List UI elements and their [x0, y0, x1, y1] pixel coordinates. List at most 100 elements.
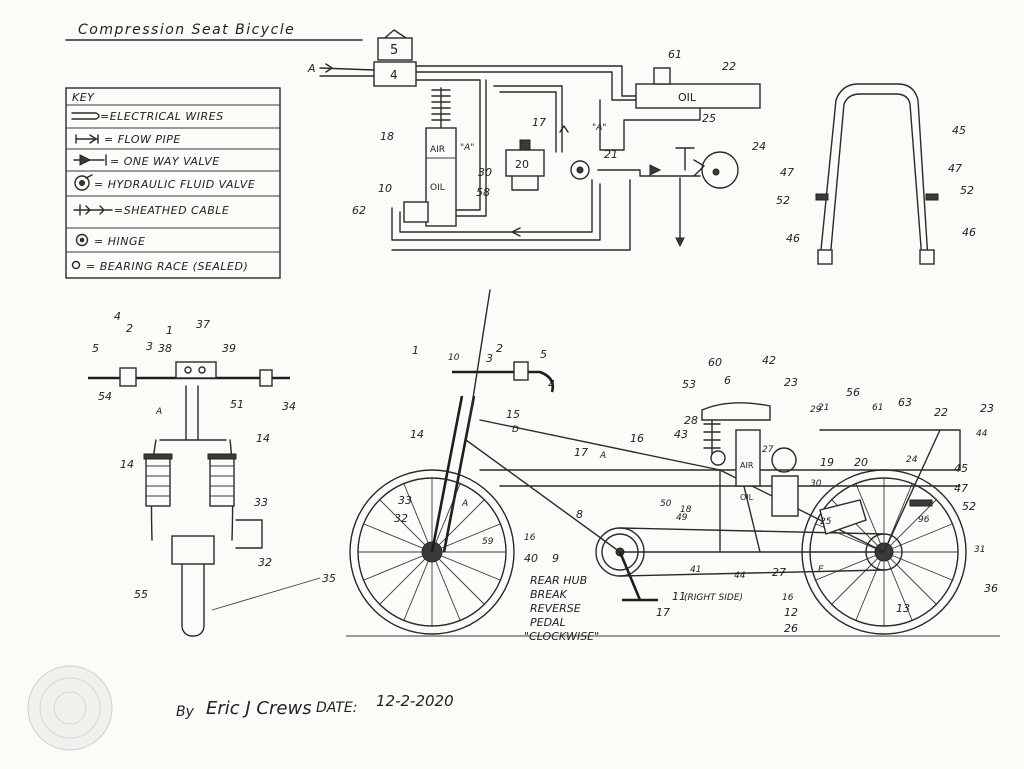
key-item-sheathed-cable: =SHEATHED CABLE: [114, 204, 229, 217]
side-view: AIR OIL (RIGHT SIDE) REAR HUB BREAK REVE…: [346, 289, 1000, 643]
note-line-1: REAR HUB: [530, 574, 587, 587]
signature-block: By Eric J Crews DATE: 12-2-2020: [176, 692, 454, 720]
key-item-hydraulic-fluid-valve: = HYDRAULIC FLUID VALVE: [94, 178, 255, 191]
sv-callout-23-top: 23: [784, 376, 798, 389]
sv-callout-27-low: 27: [772, 566, 786, 579]
note-line-2: BREAK: [530, 588, 568, 601]
sv-callout-23: 23: [980, 402, 994, 415]
seat-frame-view: 45 47 52 46 47 52 46: [776, 83, 976, 265]
hydraulic-schematic: 5 4 A OIL AIR OIL: [307, 29, 766, 251]
sv-air-label: AIR: [740, 461, 754, 470]
note-line-3: REVERSE: [530, 602, 581, 615]
sv-callout-12: 12: [784, 606, 798, 619]
fv-callout-2: 2: [126, 322, 133, 335]
sv-marker-a-frame: A: [599, 451, 606, 461]
sv-callout-16-top: 16: [630, 432, 644, 445]
sv-callout-18: 18: [680, 505, 692, 515]
sheathed-cable-symbol: [73, 204, 113, 216]
sv-callout-30: 30: [810, 479, 822, 489]
callout-62: 62: [352, 204, 366, 217]
note-line-5: "CLOCKWISE": [524, 630, 599, 643]
fv-callout-33: 33: [254, 496, 268, 509]
sv-marker-a-wheel: A: [461, 499, 468, 509]
fv-callout-1: 1: [166, 324, 173, 337]
sv-callout-61: 61: [872, 403, 883, 413]
sv-right-side-label: (RIGHT SIDE): [684, 593, 743, 603]
sv-callout-52: 52: [962, 500, 976, 513]
fv-callout-14-left: 14: [120, 458, 134, 471]
key-item-hinge: = HINGE: [94, 235, 145, 248]
sv-callout-60: 60: [708, 356, 722, 369]
key-item-flow-pipe: = FLOW PIPE: [104, 133, 181, 146]
sv-callout-33: 33: [398, 494, 412, 507]
callout-52-left: 52: [776, 194, 790, 207]
cylinder-oil-label: OIL: [430, 183, 445, 193]
key-item-bearing-race: = BEARING RACE (SEALED): [86, 260, 248, 273]
marker-a-input: A: [307, 62, 316, 75]
fv-callout-32: 32: [258, 556, 272, 569]
sv-callout-27: 27: [762, 445, 774, 455]
sv-callout-63: 63: [898, 396, 912, 409]
fv-callout-37: 37: [196, 318, 210, 331]
sv-callout-44-low: 44: [734, 571, 746, 581]
callout-22: 22: [722, 60, 736, 73]
component-20-label: 20: [515, 158, 529, 171]
sv-callout-4: 4: [548, 378, 555, 391]
front-suspension-springs: [143, 453, 237, 507]
sv-callout-11: 11: [672, 590, 686, 603]
callout-25: 25: [702, 112, 716, 125]
sv-callout-29: 29: [810, 405, 822, 415]
sv-callout-32: 32: [394, 512, 408, 525]
callout-10: 10: [378, 182, 392, 195]
fv-callout-38: 38: [158, 342, 172, 355]
sv-callout-17: 17: [574, 446, 588, 459]
sv-callout-15: 15: [506, 408, 520, 421]
callout-18: 18: [380, 130, 394, 143]
sv-marker-e: E: [818, 565, 824, 575]
fv-callout-34: 34: [282, 400, 296, 413]
sv-callout-28: 28: [684, 414, 698, 427]
oil-tank-label: OIL: [678, 91, 697, 104]
sv-callout-1: 1: [412, 344, 419, 357]
sv-callout-41: 41: [690, 565, 701, 575]
component-4-label: 4: [390, 68, 398, 82]
note-line-4: PEDAL: [530, 616, 566, 629]
sv-callout-96: 96: [918, 515, 930, 525]
sv-callout-5: 5: [540, 348, 547, 361]
one-way-valve-symbol: [73, 154, 107, 166]
sv-callout-40: 40: [524, 552, 538, 565]
sv-callout-6: 6: [724, 374, 731, 387]
sv-callout-8: 8: [576, 508, 583, 521]
sv-callout-31: 31: [974, 545, 985, 555]
signature-by: By: [176, 704, 195, 720]
sv-callout-44: 44: [976, 429, 988, 439]
component-5-label: 5: [390, 43, 398, 58]
sv-oil-label: OIL: [740, 493, 754, 502]
bearing-race-symbol: [71, 260, 81, 270]
side-view-callouts: 1 2 5 10 3 4 60 42 6 53 23 56 21 61 63 2…: [394, 342, 998, 635]
flow-pipe-symbol: [75, 134, 99, 144]
fv-callout-51: 51: [230, 398, 244, 411]
sv-callout-42: 42: [762, 354, 776, 367]
sv-callout-43: 43: [674, 428, 688, 441]
sv-callout-59: 59: [482, 537, 494, 547]
notary-seal: [27, 665, 113, 751]
fv-callout-4: 4: [114, 310, 121, 323]
sv-callout-9: 9: [552, 552, 559, 565]
callout-45: 45: [952, 124, 966, 137]
sv-callout-22: 22: [934, 406, 948, 419]
marker-a-cylinder: "A": [460, 143, 474, 153]
sv-callout-2: 2: [496, 342, 503, 355]
fv-callout-54: 54: [98, 390, 112, 403]
sv-callout-14: 14: [410, 428, 424, 441]
signature-date-label: DATE:: [316, 700, 357, 716]
rear-hub-note: REAR HUB BREAK REVERSE PEDAL "CLOCKWISE": [524, 574, 599, 643]
callout-17: 17: [532, 116, 546, 129]
sv-callout-47: 47: [954, 482, 968, 495]
key-legend: KEY =ELECTRICAL WIRES = FLOW PIPE = ONE …: [65, 87, 281, 279]
sv-callout-25: 25: [820, 517, 832, 527]
callout-47-left: 47: [780, 166, 794, 179]
callout-52-right: 52: [960, 184, 974, 197]
hydraulic-valve-symbol: [74, 174, 93, 191]
